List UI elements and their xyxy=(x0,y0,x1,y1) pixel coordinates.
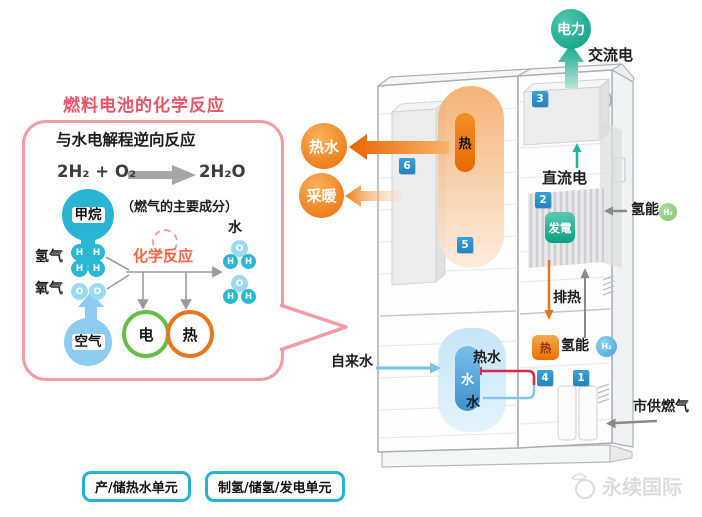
tank-cylinder xyxy=(557,385,577,441)
h-atom: H xyxy=(71,260,88,277)
h-atom: H xyxy=(71,244,88,261)
callout-pointer xyxy=(279,303,348,352)
tank-water-label: 水 xyxy=(466,395,480,411)
tank-cylinder xyxy=(578,385,598,441)
heating-circle: 采暖 xyxy=(299,173,344,218)
chemistry-callout-box xyxy=(22,120,284,381)
air-label: 空气 xyxy=(71,333,105,351)
h2-blue-icon: H₂ xyxy=(596,336,617,357)
diagram-title: 燃料电池的化学反应 xyxy=(63,96,225,116)
h-atom: H xyxy=(241,254,256,269)
h-atom: H xyxy=(88,260,105,277)
h-atom: H xyxy=(223,254,238,269)
reaction-label: 化学反应 xyxy=(133,247,194,265)
badge-4: 4 xyxy=(537,370,553,386)
heat-circle: 热 xyxy=(166,310,214,358)
hydrogen-in-arrow xyxy=(604,206,627,216)
o-atom: O xyxy=(231,275,248,292)
ac-power-arrow xyxy=(558,44,584,88)
h-atom: H xyxy=(88,244,105,261)
hydrogen-store-label: 氢能 xyxy=(561,338,589,354)
heating-arrow xyxy=(345,185,403,207)
stack-shadow xyxy=(600,120,622,268)
badge-1: 1 xyxy=(573,370,589,386)
hot-water-arrow xyxy=(349,134,449,160)
legend-hydrogen-unit: 制氢/储氢/发电单元 xyxy=(205,471,345,502)
methane-label: 甲烷 xyxy=(71,206,105,224)
ac-label: 交流电 xyxy=(588,46,634,64)
exhaust-heat-label: 排热 xyxy=(553,290,581,306)
tap-water-label: 自来水 xyxy=(331,354,373,370)
equation-left: 2H₂ + O₂ xyxy=(57,162,137,181)
watermark-logo-icon xyxy=(570,473,595,499)
generation-box: 发電 xyxy=(545,212,575,243)
watermark: 永续国际 xyxy=(568,468,682,502)
city-gas-arrow xyxy=(606,418,658,429)
oxygen-label: 氧气 xyxy=(35,281,63,297)
inverter-box xyxy=(522,77,611,146)
coil-icon xyxy=(597,383,610,404)
tank-hot-water-label: 热水 xyxy=(473,350,501,366)
badge-5: 5 xyxy=(457,237,473,253)
water-tank-pill: 水 xyxy=(455,346,480,411)
dc-power-arrow xyxy=(572,143,582,168)
water-label: 水 xyxy=(228,220,242,236)
exhaust-heat-arrow xyxy=(544,260,554,320)
h-atom: H xyxy=(241,289,256,304)
city-gas-label: 市供燃气 xyxy=(633,399,689,415)
hydrogen-label: 氢气 xyxy=(35,249,63,265)
equation-right: 2H₂O xyxy=(199,162,246,181)
heat-pill: 热 xyxy=(455,113,475,172)
o-atom: O xyxy=(71,283,88,300)
h-atom: H xyxy=(223,289,238,304)
reaction-branch-lines xyxy=(105,256,223,310)
air-circle: 空气 xyxy=(64,318,112,366)
tap-water-arrow xyxy=(376,362,441,374)
methane-note: （燃气的主要成分） xyxy=(121,200,239,215)
methane-circle: 甲烷 xyxy=(62,189,114,241)
electricity-circle: 电 xyxy=(122,310,170,358)
badge-6: 6 xyxy=(399,158,415,174)
hydrogen-up-arrow xyxy=(580,268,590,338)
heat-exchanger-box: 热 xyxy=(532,335,559,360)
h2-green-icon: H₂ xyxy=(659,203,677,221)
o-atom: O xyxy=(231,240,248,257)
badge-3: 3 xyxy=(532,91,548,107)
equation-arrow xyxy=(128,165,196,185)
legend-hot-water-unit: 产/储热水单元 xyxy=(82,471,191,502)
o-atom: O xyxy=(89,283,106,300)
heat-glow xyxy=(438,86,504,268)
electric-power-circle: 电力 xyxy=(551,9,591,49)
coil-icon xyxy=(602,275,615,296)
watermark-text: 永续国际 xyxy=(602,474,682,499)
reaction-dashed-circle xyxy=(152,229,178,255)
hydrogen-in-label: 氢能 xyxy=(631,202,659,218)
hot-water-circle: 热水 xyxy=(301,123,347,169)
callout-subtitle: 与水电解程逆向反应 xyxy=(56,131,196,149)
badge-2: 2 xyxy=(535,192,551,208)
dc-label: 直流电 xyxy=(542,169,588,187)
